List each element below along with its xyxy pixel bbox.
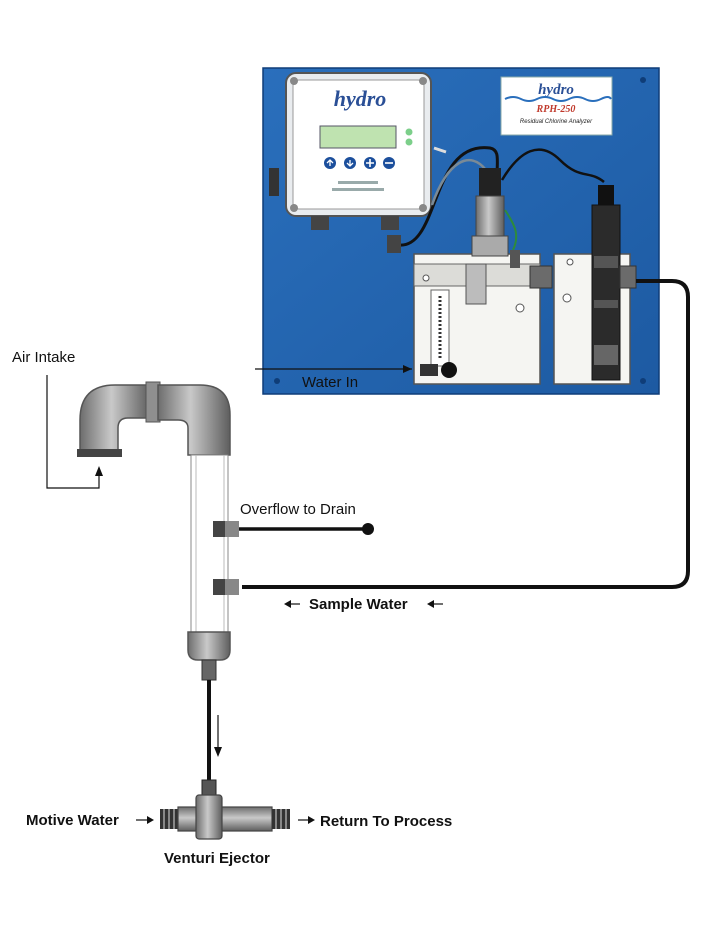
product-name: Residual Chlorine Analyzer (520, 119, 593, 125)
brand-label: hydro RPH-250 Residual Chlorine Analyzer (500, 76, 613, 136)
controller-unit: hydro (269, 72, 447, 230)
controller-logo: hydro (334, 86, 387, 111)
analyzer-panel: hydro hydro RPH-250 Residual Chlorine An (255, 67, 660, 395)
sample-water-label: Sample Water (309, 596, 408, 613)
flow-cell-block (413, 253, 541, 385)
sample-water-line (242, 279, 690, 589)
sensor-cable (430, 158, 487, 206)
panel-screw-icon (640, 378, 646, 384)
water-in-label: Water In (302, 374, 358, 391)
motive-water-label: Motive Water (26, 812, 119, 829)
sensor-cable (397, 146, 499, 247)
sensor-probe (471, 168, 520, 268)
venturi-ejector (160, 794, 290, 840)
sample-fitting (213, 579, 225, 595)
standpipe-assembly (77, 381, 239, 681)
overflow-to-drain-label: Overflow to Drain (240, 501, 356, 518)
drain-end-icon (362, 523, 374, 535)
panel-screw-icon (274, 378, 280, 384)
probe-cable (500, 148, 605, 183)
standpipe-elbow (157, 384, 231, 456)
ground-wire (504, 209, 518, 251)
air-intake-label: Air Intake (12, 349, 75, 366)
brand-logo: hydro (538, 82, 574, 98)
air-intake-leader (46, 375, 100, 489)
inlet-valve-icon (441, 362, 457, 378)
model-number: RPH-250 (536, 104, 576, 115)
standpipe-reducer (187, 631, 231, 661)
overflow-fitting (213, 521, 225, 537)
lcd-display (319, 125, 397, 149)
clear-standpipe (190, 454, 229, 634)
left-arrow-icon (427, 600, 434, 608)
air-intake-elbow (79, 384, 151, 456)
panel-screw-icon (640, 77, 646, 83)
right-arrow-icon (308, 816, 315, 824)
return-to-process-label: Return To Process (320, 813, 452, 830)
left-arrow-icon (284, 600, 291, 608)
right-arrow-icon (147, 816, 154, 824)
electrode-cell (529, 185, 637, 385)
venturi-ejector-label: Venturi Ejector (164, 850, 270, 867)
